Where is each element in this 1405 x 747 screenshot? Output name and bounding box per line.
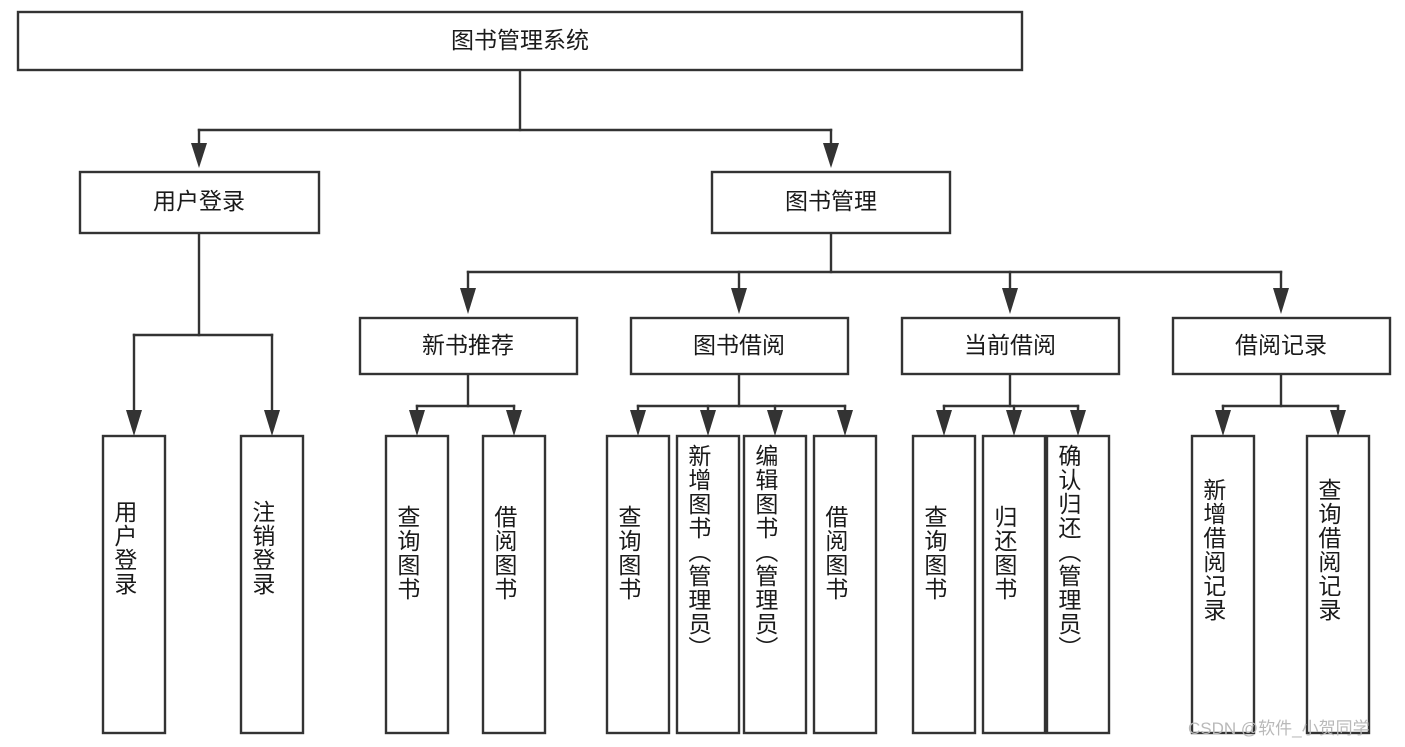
arrow-newbook-c1: [409, 410, 425, 436]
arrow-record-c1: [1215, 410, 1231, 436]
node-leaf-return-book[interactable]: [981, 434, 1047, 735]
node-root[interactable]: [16, 10, 1024, 72]
node-current-borrow[interactable]: [900, 316, 1121, 376]
node-leaf-add-record-label: 新增借阅记录: [1199, 478, 1226, 622]
node-leaf-return-book-label: 归还图书: [990, 505, 1017, 601]
arrow-bookmgmt-c3: [1002, 288, 1018, 314]
node-book-management-label: 图书管理: [785, 188, 877, 214]
arrow-borrow-c3: [767, 410, 783, 436]
node-leaf-add-record[interactable]: [1190, 434, 1256, 735]
arrow-login-child2: [264, 410, 280, 436]
arrow-login-child1: [126, 410, 142, 436]
node-new-book-recommend[interactable]: [358, 316, 579, 376]
arrow-current-c3: [1070, 410, 1086, 436]
node-leaf-borrow-book-2[interactable]: [812, 434, 878, 735]
node-current-borrow-label: 当前借阅: [964, 332, 1056, 358]
arrow-bookmgmt-c4: [1273, 288, 1289, 314]
node-user-login-label: 用户登录: [153, 188, 245, 214]
node-leaf-query-book-1[interactable]: [384, 434, 450, 735]
node-leaf-confirm-return-label: 确认归还（管理员）: [1054, 444, 1081, 660]
watermark-label: CSDN @软件_小贺同学: [1188, 719, 1370, 738]
arrow-borrow-c4: [837, 410, 853, 436]
arrow-newbook-c2: [506, 410, 522, 436]
node-leaf-logout-label: 注销登录: [248, 500, 275, 596]
node-borrow-record[interactable]: [1171, 316, 1392, 376]
node-new-book-recommend-label: 新书推荐: [422, 332, 514, 358]
arrow-borrow-c1: [630, 410, 646, 436]
node-leaf-edit-book[interactable]: [742, 434, 808, 735]
node-leaf-edit-book-label: 编辑图书（管理员）: [751, 444, 778, 660]
node-book-borrow-label: 图书借阅: [693, 332, 785, 358]
arrow-bookmgmt-c1: [460, 288, 476, 314]
node-book-management[interactable]: [710, 170, 952, 235]
connector-layer: [126, 68, 1346, 436]
node-layer: 图书管理系统 用户登录 图书管理 新书推荐 图书借阅 当前借阅 借阅记录: [16, 10, 1392, 735]
node-root-label: 图书管理系统: [451, 27, 589, 53]
node-leaf-logout[interactable]: [239, 434, 305, 735]
node-leaf-add-book-label: 新增图书（管理员）: [684, 444, 711, 660]
node-leaf-query-book-1-label: 查询图书: [393, 505, 420, 601]
node-leaf-query-book-2[interactable]: [605, 434, 671, 735]
node-leaf-query-record-label: 查询借阅记录: [1314, 478, 1341, 622]
node-leaf-borrow-book-1[interactable]: [481, 434, 547, 735]
node-borrow-record-label: 借阅记录: [1235, 332, 1327, 358]
arrow-record-c2: [1330, 410, 1346, 436]
node-leaf-query-book-3[interactable]: [911, 434, 977, 735]
node-user-login[interactable]: [78, 170, 321, 235]
node-leaf-borrow-book-2-label: 借阅图书: [821, 505, 848, 601]
node-book-borrow[interactable]: [629, 316, 850, 376]
arrow-borrow-c2: [700, 410, 716, 436]
arrow-root-to-bookmgmt: [823, 143, 839, 168]
node-leaf-query-record[interactable]: [1305, 434, 1371, 735]
arrow-current-c1: [936, 410, 952, 436]
node-leaf-confirm-return[interactable]: [1045, 434, 1111, 735]
node-leaf-borrow-book-1-label: 借阅图书: [490, 505, 517, 601]
node-leaf-add-book[interactable]: [675, 434, 741, 735]
node-leaf-query-book-3-label: 查询图书: [920, 505, 947, 601]
node-leaf-user-login[interactable]: [101, 434, 167, 735]
arrow-current-c2: [1006, 410, 1022, 436]
node-leaf-user-login-label: 用户登录: [110, 500, 137, 596]
arrow-bookmgmt-c2: [731, 288, 747, 314]
arrow-root-to-login: [191, 143, 207, 168]
node-leaf-query-book-2-label: 查询图书: [614, 505, 641, 601]
